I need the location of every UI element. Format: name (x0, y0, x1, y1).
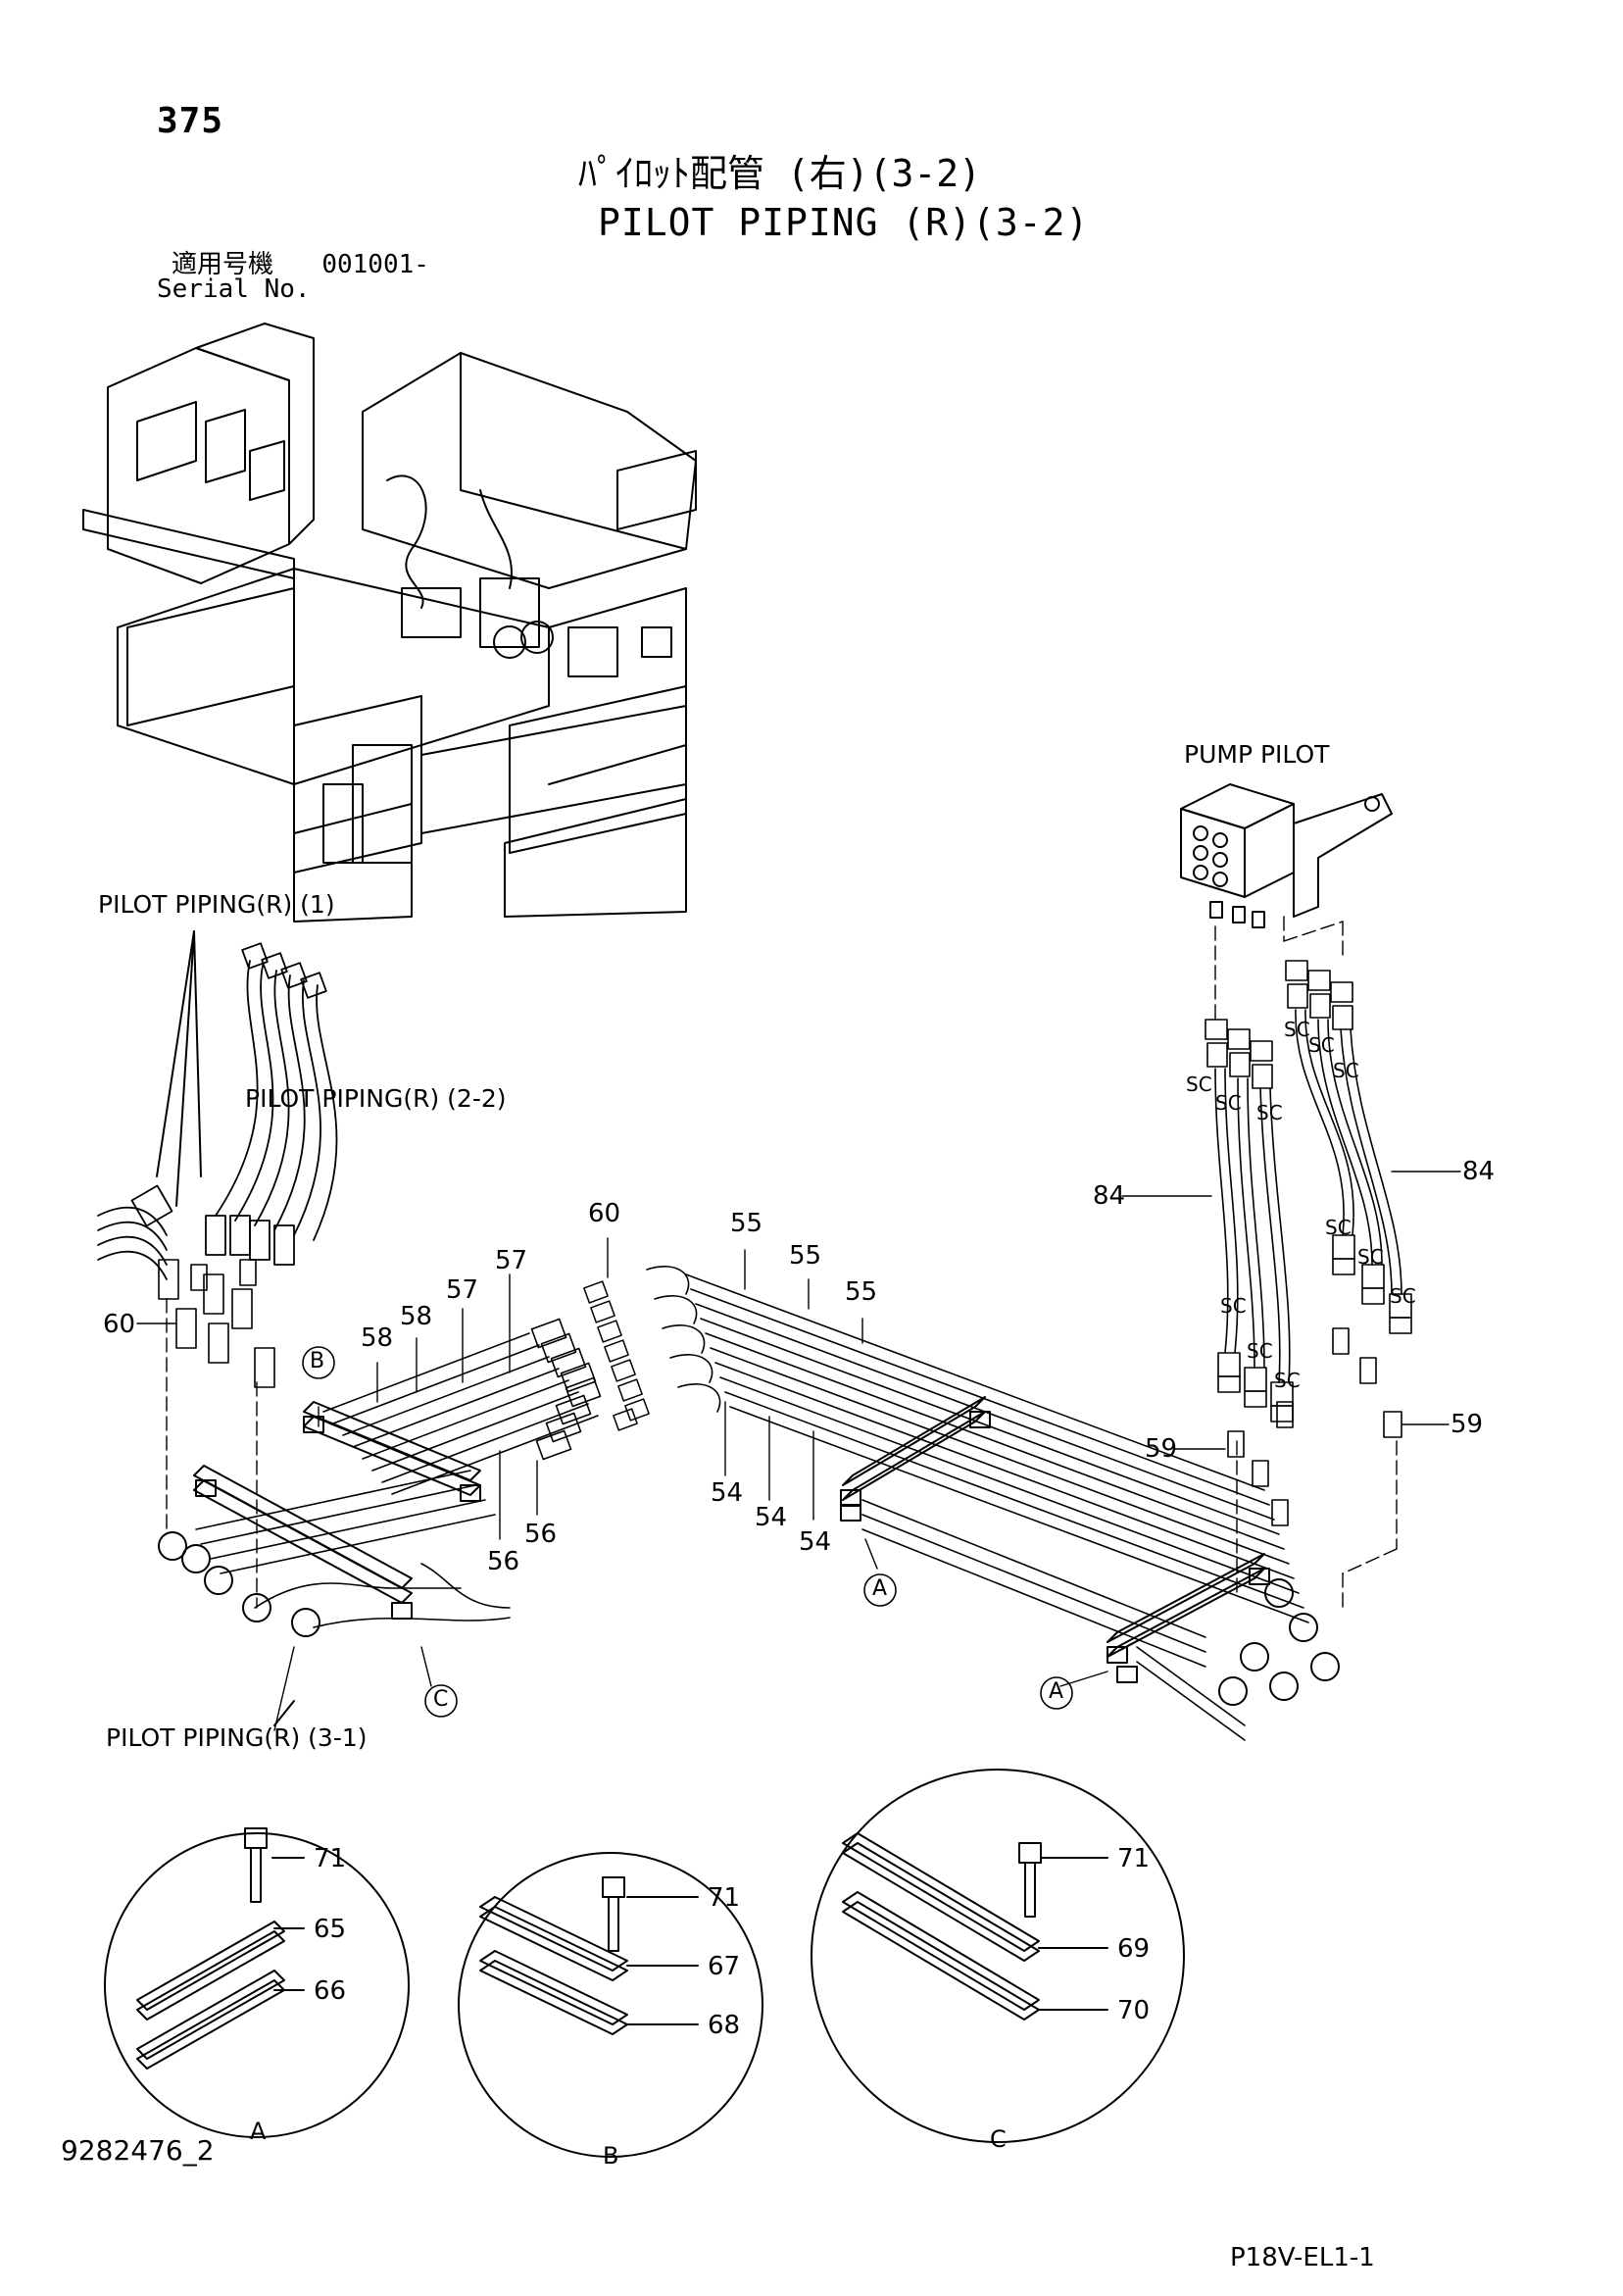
sc-marker: SC (1215, 1091, 1242, 1115)
page-number: 375 (157, 101, 224, 141)
sc-marker: SC (1390, 1284, 1416, 1308)
detail-view-a (105, 1828, 409, 2137)
sc-marker: SC (1325, 1216, 1352, 1239)
part-number-60: 60 (103, 1310, 136, 1339)
callout-pilot-piping-r-3-1: PILOT PIPING(R) (3-1) (106, 1723, 368, 1752)
machine-overview-drawing (83, 324, 696, 922)
part-number-54: 54 (711, 1478, 744, 1508)
part-number-56: 56 (487, 1547, 520, 1576)
detail-view-b (459, 1853, 762, 2157)
serial-value: 001001- (321, 250, 429, 279)
part-number-57: 57 (495, 1246, 528, 1275)
part-number-71: 71 (708, 1883, 741, 1913)
hoses-84-left (1205, 1020, 1293, 1525)
part-number-58: 58 (400, 1302, 433, 1331)
pump-pilot-block (1181, 784, 1392, 927)
hoses-56-57-58 (196, 1319, 601, 1627)
leader-lines-top-left (157, 931, 294, 1725)
left-adapters (159, 1260, 274, 1387)
part-number-55: 55 (789, 1241, 822, 1271)
dashed-guides-left (167, 1299, 257, 1608)
sheet-code: P18V-EL1-1 (1230, 2243, 1375, 2272)
part-number-55: 55 (730, 1209, 763, 1238)
part-number-68: 68 (708, 2011, 741, 2040)
drawing-id: 9282476_2 (61, 2134, 215, 2167)
part-number-54: 54 (799, 1527, 832, 1557)
clamp-assembly-a-center (841, 1397, 990, 1521)
serial-line-jp: 適用号機 001001- (172, 252, 429, 277)
part-number-54: 54 (755, 1503, 788, 1532)
marker-c: C (433, 1687, 449, 1712)
detail-label-b: B (603, 2142, 619, 2170)
detail-view-c (812, 1770, 1184, 2142)
part-number-71: 71 (314, 1844, 347, 1873)
part-number-60: 60 (588, 1199, 621, 1228)
title-japanese: ﾊﾟｲﾛｯﾄ配管 (右)(3-2) (578, 152, 982, 195)
part-number-69: 69 (1117, 1934, 1151, 1964)
callout-pilot-piping-r-2-2: PILOT PIPING(R) (2-2) (245, 1084, 507, 1113)
hoses-54-55 (647, 1267, 1308, 1740)
part-number-70: 70 (1117, 1996, 1151, 2025)
part-number-84: 84 (1462, 1157, 1496, 1186)
callout-pilot-piping-r-1: PILOT PIPING(R) (1) (98, 890, 335, 919)
pump-pilot-dashed-guides (1215, 917, 1397, 1608)
clamp-assembly-a-right (1107, 1554, 1339, 1705)
marker-circles (303, 1347, 1072, 1717)
sc-marker: SC (1247, 1339, 1273, 1363)
marker-a: A (872, 1576, 888, 1601)
part-number-71: 71 (1117, 1844, 1151, 1873)
clamp-assembly-b (159, 1402, 480, 1636)
part-number-66: 66 (314, 1976, 347, 2006)
marker-b: B (310, 1349, 325, 1373)
sc-marker: SC (1308, 1033, 1335, 1057)
sc-marker: SC (1186, 1073, 1212, 1096)
part-number-57: 57 (446, 1275, 479, 1305)
sc-marker: SC (1220, 1294, 1247, 1318)
detail-label-c: C (990, 2125, 1007, 2153)
sc-marker: SC (1357, 1245, 1384, 1269)
marker-a: A (1049, 1679, 1064, 1704)
serial-label-en: Serial No. (157, 275, 311, 304)
hoses-84-right (1286, 961, 1411, 1437)
upper-left-hose-bundle (98, 943, 337, 1279)
callout-pump-pilot: PUMP PILOT (1184, 740, 1330, 769)
part-number-65: 65 (314, 1915, 347, 1944)
sc-marker: SC (1284, 1018, 1310, 1041)
part-number-67: 67 (708, 1952, 741, 1981)
part-number-84: 84 (1093, 1181, 1126, 1211)
title-english: PILOT PIPING (R)(3-2) (598, 201, 1090, 244)
part-leader-lines (137, 1172, 1460, 1730)
sc-marker: SC (1333, 1059, 1359, 1082)
part-number-55: 55 (845, 1277, 878, 1307)
detail-label-a: A (250, 2118, 267, 2145)
serial-label-jp: 適用号機 (172, 250, 274, 279)
sc-marker: SC (1256, 1101, 1283, 1124)
part-number-59: 59 (1145, 1434, 1178, 1464)
part-number-59: 59 (1451, 1410, 1484, 1439)
part-number-58: 58 (361, 1323, 394, 1353)
sc-marker: SC (1274, 1369, 1301, 1392)
center-adapters-60 (584, 1281, 649, 1430)
part-number-56: 56 (524, 1520, 558, 1549)
